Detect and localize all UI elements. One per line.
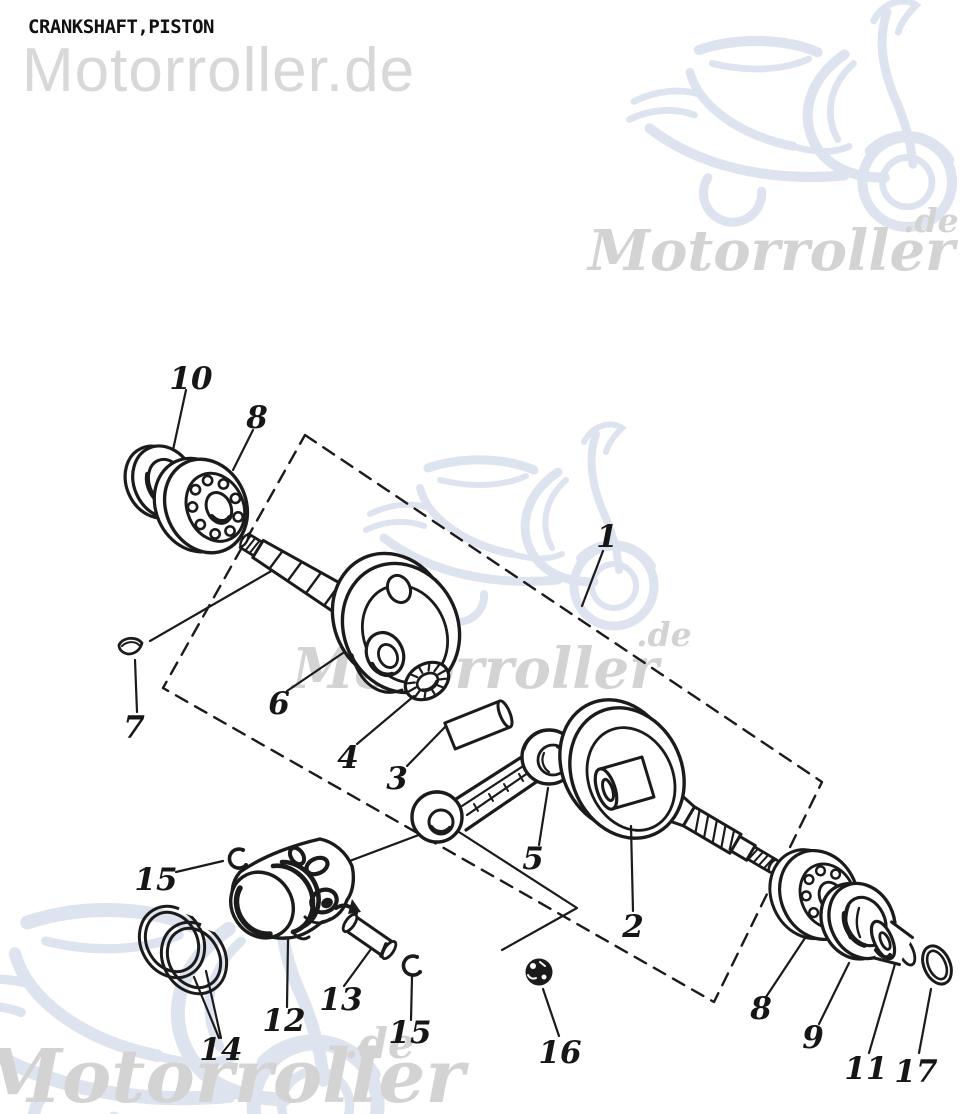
- watermark-suffix-top-right: .de: [903, 201, 959, 240]
- callout-13: 13: [319, 982, 362, 1018]
- callout-8-left: 8: [245, 400, 268, 436]
- callout-7: 7: [123, 710, 145, 746]
- callout-2: 2: [621, 909, 644, 945]
- watermark-scooters: [0, 1, 952, 1114]
- piston-12-drawing: [228, 837, 361, 941]
- woodruff-key-7-drawing: [117, 636, 144, 656]
- watermark-brand-bottom: Motorroller: [0, 1034, 469, 1114]
- o-ring-17-drawing: [921, 944, 953, 986]
- watermark-brand-top-right: Motorroller: [586, 218, 958, 284]
- watermark-texts: Motorroller.de Motorroller .de Motorroll…: [0, 36, 959, 1114]
- exploded-view-drawing: 10 8 7 6 4 3 5 1 2 15 14 12 13 15 16 8 9…: [114, 361, 953, 1090]
- callout-3: 3: [386, 761, 408, 797]
- crank-half-right-drawing: [558, 698, 780, 874]
- callout-15-left: 15: [134, 862, 177, 898]
- piston-pin-13-drawing: [341, 913, 398, 960]
- callout-17: 17: [894, 1054, 938, 1090]
- connecting-rod-5-drawing: [410, 728, 578, 844]
- callout-10: 10: [169, 361, 213, 397]
- nut-16-drawing: [525, 958, 553, 986]
- piston-rings-14-drawing: [137, 899, 229, 996]
- callout-6: 6: [268, 686, 290, 722]
- watermark-suffix-middle: .de: [636, 615, 692, 654]
- needle-bearing-4-drawing: [403, 660, 451, 702]
- dashed-assembly-outline: [161, 433, 824, 1004]
- callout-12: 12: [262, 1003, 305, 1039]
- crank-pin-3-drawing: [443, 699, 514, 751]
- spacer-collar-11-drawing: [869, 919, 917, 967]
- watermark-text-top: Motorroller.de: [22, 36, 415, 105]
- callout-5: 5: [522, 841, 544, 877]
- watermark-suffix-bottom: .de: [344, 1019, 415, 1068]
- callout-14: 14: [199, 1032, 242, 1068]
- callout-16: 16: [538, 1035, 581, 1071]
- page-title: CRANKSHAFT,PISTON: [28, 16, 214, 38]
- scooter-watermark-top-right: [629, 1, 952, 227]
- callout-4: 4: [337, 740, 359, 776]
- circlip-15-left-drawing: [227, 847, 248, 870]
- leader-lines: [133, 388, 933, 1055]
- crank-half-left-drawing: [238, 532, 462, 695]
- callout-11: 11: [844, 1051, 887, 1087]
- callout-15-mid: 15: [388, 1015, 431, 1051]
- callout-9: 9: [802, 1020, 824, 1056]
- callout-labels: 10 8 7 6 4 3 5 1 2 15 14 12 13 15 16 8 9…: [123, 361, 938, 1090]
- callout-8-right: 8: [749, 991, 772, 1027]
- circlip-15-right-drawing: [401, 954, 422, 977]
- oil-seal-9-drawing: [809, 869, 908, 973]
- callout-1: 1: [596, 519, 618, 555]
